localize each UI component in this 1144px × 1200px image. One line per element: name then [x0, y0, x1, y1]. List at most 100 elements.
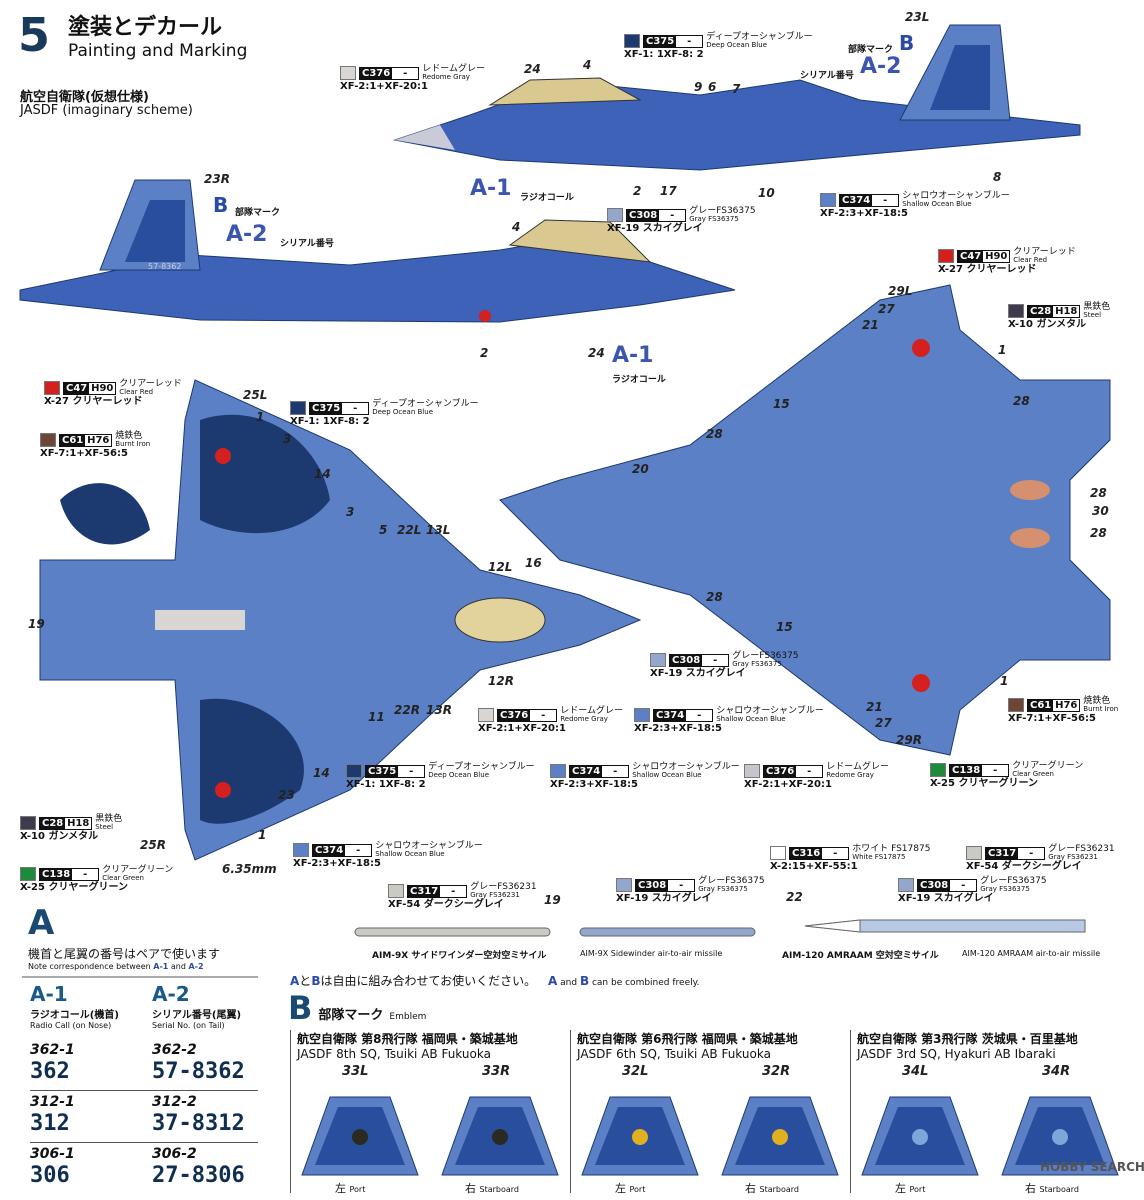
- h-code: -: [822, 847, 849, 859]
- part-label: 22R: [394, 703, 420, 717]
- color-name-en: Clear Red: [1013, 256, 1048, 265]
- part-label: 20: [632, 462, 649, 476]
- decal-id-a2: 362-2: [152, 1042, 197, 1058]
- part-label: 27: [878, 302, 895, 316]
- color-name-en: White FS17875: [852, 853, 906, 862]
- squadron-jp: 航空自衛隊 第3飛行隊 茨城県・百里基地: [857, 1032, 1078, 1046]
- h-code: H18: [65, 817, 92, 829]
- h-code: -: [602, 765, 629, 777]
- part-label: 16: [525, 556, 542, 570]
- color-name-jp: グレーFS36375: [689, 206, 756, 216]
- color-swatch: [478, 708, 494, 723]
- color-swatch: [898, 878, 914, 893]
- paint-code: C316: [790, 847, 823, 859]
- part-label: 10: [758, 186, 775, 200]
- color-name-en: Clear Red: [119, 388, 154, 397]
- paint-code: C374: [840, 194, 873, 206]
- color-name-en: Gray FS36375: [689, 215, 739, 224]
- top-view: [39, 379, 642, 861]
- color-swatch: [1008, 304, 1024, 319]
- mix-ratio: X-25 クリヤーグリーン: [930, 777, 1038, 789]
- part-label: 29R: [896, 733, 922, 747]
- part-label: 3: [283, 432, 292, 446]
- tag-a2-top-jp: シリアル番号: [800, 71, 854, 81]
- color-name-jp: シャロウオーシャンブルー: [902, 191, 1010, 201]
- paint-code: C376: [498, 709, 531, 721]
- color-name-en: Gray FS36231: [1048, 853, 1098, 862]
- mix-ratio: XF-54 ダークシーグレイ: [388, 898, 504, 910]
- radio-call: 362: [30, 1059, 70, 1084]
- color-swatch: [40, 433, 56, 448]
- port-label: 左 Port: [615, 1182, 646, 1195]
- color-swatch: [966, 846, 982, 861]
- h-code: -: [686, 709, 713, 721]
- tail-serial: 57-8362: [148, 262, 182, 271]
- col2-en: Serial No. (on Tail): [152, 1021, 225, 1030]
- color-swatch: [650, 653, 666, 668]
- part-label: 28: [1090, 486, 1107, 500]
- scheme-jp: 航空自衛隊(仮想仕様): [20, 90, 149, 105]
- tag-b-top-jp: 部隊マーク: [848, 45, 894, 55]
- color-name-en: Gray FS36375: [698, 885, 748, 894]
- paint-code: C308: [670, 654, 703, 666]
- col1-header: A-1 ラジオコール(機首) Radio Call (on Nose): [30, 982, 119, 1031]
- color-swatch: [616, 878, 632, 893]
- note-and: and: [170, 962, 186, 971]
- color-swatch: [340, 66, 356, 81]
- decal-pair-row: 312-1 312 312-2 37-8312: [30, 1094, 258, 1143]
- col1-id: A-1: [30, 982, 68, 1006]
- mix-ratio: XF-1: 1XF-8: 2: [290, 415, 370, 427]
- section-a-letter: A: [28, 903, 55, 943]
- color-name-en: Redome Gray: [826, 771, 874, 780]
- tag-a1-side-jp: ラジオコール: [612, 375, 666, 385]
- tail-fin-emblem: [581, 1096, 699, 1176]
- color-swatch: [44, 381, 60, 396]
- part-label: 24: [524, 62, 541, 76]
- color-swatch: [624, 34, 640, 49]
- mix-ratio: XF-19 スカイグレイ: [607, 222, 703, 234]
- page-title: 塗装とデカール: [68, 15, 223, 40]
- paint-code: C61: [1028, 699, 1054, 711]
- note-a1: A-1: [153, 962, 169, 971]
- color-name-jp: レドームグレー: [422, 64, 485, 74]
- section-b-jp: 部隊マーク: [318, 1008, 384, 1023]
- decal-left-label: 34L: [902, 1064, 929, 1079]
- part-label: 27: [875, 716, 892, 730]
- tail-fin-emblem: [861, 1096, 979, 1176]
- aim9-caption-jp: AIM-9X サイドワインダー空対空ミサイル: [372, 951, 547, 961]
- radio-call: 312: [30, 1111, 70, 1136]
- decal-pair-row: 362-1 362 362-2 57-8362: [30, 1042, 258, 1091]
- col2-jp: シリアル番号(尾翼): [152, 1010, 242, 1021]
- h-code: -: [530, 709, 557, 721]
- mix-ratio: XF-19 スカイグレイ: [650, 667, 746, 679]
- part-label: 21: [866, 700, 883, 714]
- mix-ratio: X-27 クリヤーレッド: [938, 263, 1037, 275]
- aim9-caption-en: AIM-9X Sidewinder air-to-air missile: [580, 949, 723, 958]
- mix-ratio: XF-19 スカイグレイ: [616, 892, 712, 904]
- paint-code: C308: [627, 209, 660, 221]
- color-name-jp: シャロウオーシャンブルー: [716, 706, 824, 716]
- mix-ratio: X-10 ガンメタル: [20, 830, 99, 842]
- paint-code: C376: [764, 765, 797, 777]
- starboard-label: 右 Starboard: [465, 1182, 520, 1195]
- part-label: 6: [708, 80, 717, 94]
- section-b-en: Emblem: [389, 1012, 427, 1022]
- part-label: 7: [732, 82, 741, 96]
- squadron-en: JASDF 6th SQ, Tsuiki AB Fukuoka: [577, 1047, 771, 1061]
- squadron-block: 航空自衛隊 第6飛行隊 福岡県・築城基地 JASDF 6th SQ, Tsuik…: [570, 1030, 840, 1193]
- step-number: 5: [18, 8, 51, 62]
